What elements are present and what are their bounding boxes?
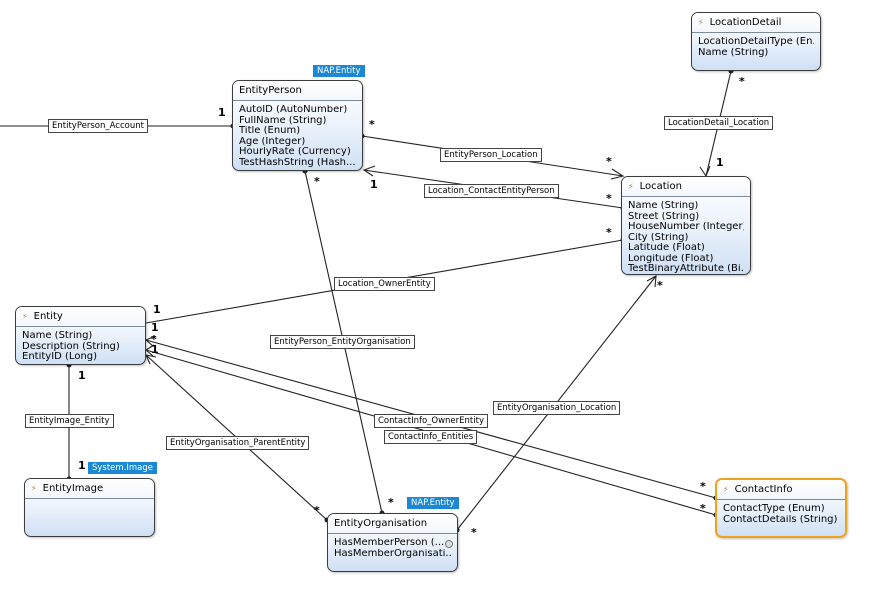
entity-property[interactable]: Latitude (Float) [628, 243, 705, 253]
entity-location-detail[interactable]: ⚡ LocationDetail LocationDetailType (En..… [691, 12, 821, 71]
mult-location-owner-src: * [606, 226, 612, 239]
mult-location-owner-dst: 1 [153, 303, 161, 316]
entity-entity[interactable]: ⚡ Entity Name (String) Description (Strin… [15, 306, 146, 365]
mult-org-location-src: * [471, 526, 477, 539]
mult-owner-entity-3: 1 [151, 343, 159, 356]
arrowhead [610, 168, 625, 180]
mult-parent-entity-src: * [314, 504, 320, 517]
assoc-label-contact-info-owner-entity[interactable]: ContactInfo_OwnerEntity [374, 414, 488, 428]
entity-header[interactable]: EntityOrganisation [328, 514, 457, 534]
mult-person-location-dst: * [606, 155, 612, 168]
mult-location-detail: * [739, 75, 745, 88]
arrowhead [144, 335, 156, 347]
entity-property[interactable]: Longitude (Float) [628, 253, 714, 264]
entity-property[interactable]: ContactDetails (String) [723, 514, 838, 525]
assoc-label-location-detail-location[interactable]: LocationDetail_Location [664, 116, 774, 130]
entity-property[interactable]: TestBinaryAttribute (Bi... [628, 264, 744, 274]
mult-owner-entity-1: 1 [151, 321, 159, 334]
mult-image-entity-src: 1 [78, 369, 86, 382]
assoc-label-location-contact-entity-person[interactable]: Location_ContactEntityPerson [424, 184, 559, 198]
navigation-property-icon [445, 540, 453, 548]
entity-header[interactable]: ⚡ EntityImage [25, 479, 154, 499]
assoc-label-entity-image-entity[interactable]: EntityImage_Entity [25, 414, 114, 428]
entity-entity-image[interactable]: ⚡ EntityImage [24, 478, 155, 537]
entity-property[interactable]: Description (String) [22, 341, 120, 352]
tag-entity-image: System.Image [88, 462, 158, 474]
bolt-icon: ⚡ [31, 484, 37, 493]
entity-property[interactable]: FullName (String) [239, 115, 327, 126]
mult-person-org-dst: * [388, 496, 394, 509]
arrowhead [646, 275, 657, 288]
entity-header[interactable]: EntityPerson [233, 81, 362, 101]
entity-title: Location [639, 181, 682, 192]
entity-property[interactable]: HourlyRate (Currency) [239, 147, 351, 157]
mult-location-detail-location: 1 [716, 156, 724, 169]
entity-header[interactable]: ⚡ LocationDetail [692, 13, 820, 33]
entity-title: EntityOrganisation [334, 518, 428, 529]
entity-entity-person[interactable]: EntityPerson AutoID (AutoNumber) FullNam… [232, 80, 363, 171]
mult-contact-entities-dst: * [700, 502, 706, 515]
mult-image-entity-dst: 1 [78, 459, 86, 472]
bolt-icon: ⚡ [698, 18, 704, 27]
entity-property[interactable]: Title (Enum) [239, 126, 301, 136]
entity-property[interactable]: LocationDetailType (En... [698, 37, 814, 47]
arrowhead [145, 354, 157, 365]
entity-location[interactable]: ⚡Location Name (String) Street (String) … [621, 176, 751, 275]
entity-contact-info[interactable]: ⚡ ContactInfo ContactType (Enum) ContactD… [715, 478, 847, 538]
assoc-label-entity-person-location[interactable]: EntityPerson_Location [440, 148, 542, 162]
arrowhead [362, 165, 376, 177]
entity-property[interactable]: TestHashString (Hash... [239, 157, 356, 168]
entity-property[interactable]: HasMemberPerson (... [334, 538, 444, 548]
entity-property[interactable]: HouseNumber (Integer) [628, 222, 744, 232]
entity-title: ContactInfo [734, 484, 793, 495]
mult-account-person: 1 [218, 106, 226, 119]
entity-property[interactable]: EntityID (Long) [22, 352, 98, 362]
entity-title: EntityImage [42, 483, 104, 494]
entity-property[interactable]: City (String) [628, 232, 689, 243]
entity-header[interactable]: ⚡ ContactInfo [717, 480, 845, 500]
entity-header[interactable]: ⚡ Location [622, 177, 750, 197]
tag-entity-person: NAP.Entity [313, 65, 365, 77]
mult-contact-person-dst: 1 [370, 178, 378, 191]
entity-property[interactable]: ContactType (Enum) [723, 504, 825, 514]
mult-contact-owner-dst: * [700, 480, 706, 493]
mult-person-org-src: * [314, 175, 320, 188]
assoc-label-entity-person-entity-organisation[interactable]: EntityPerson_EntityOrganisation [270, 335, 415, 349]
entity-entity-organisation[interactable]: EntityOrganisation HasMemberPerson (... … [327, 513, 458, 572]
mult-contact-person-src: * [606, 192, 612, 205]
mult-person-location-src: * [369, 118, 375, 131]
entity-property[interactable]: Name (String) [22, 331, 93, 341]
entity-property[interactable]: Street (String) [628, 211, 700, 222]
entity-title: Entity [33, 311, 63, 322]
assoc-label-entity-organisation-location[interactable]: EntityOrganisation_Location [493, 401, 621, 415]
assoc-label-entity-organisation-parent-entity[interactable]: EntityOrganisation_ParentEntity [166, 436, 310, 450]
bolt-icon: ⚡ [723, 485, 729, 494]
entity-property[interactable]: AutoID (AutoNumber) [239, 105, 348, 115]
bolt-icon: ⚡ [22, 312, 28, 321]
bolt-icon: ⚡ [628, 182, 634, 191]
entity-property[interactable]: HasMemberOrganisati... [334, 548, 452, 559]
tag-entity-organisation: NAP.Entity [407, 497, 459, 509]
entity-header[interactable]: ⚡ Entity [16, 307, 145, 327]
entity-title: EntityPerson [239, 85, 302, 96]
mult-org-location-dst: * [657, 279, 663, 292]
entity-property[interactable]: Age (Integer) [239, 136, 306, 147]
entity-title: LocationDetail [709, 17, 782, 28]
assoc-label-entity-person-account[interactable]: EntityPerson_Account [48, 119, 148, 133]
assoc-label-location-owner-entity[interactable]: Location_OwnerEntity [334, 277, 435, 291]
arrowhead [145, 344, 155, 357]
assoc-label-contact-info-entities[interactable]: ContactInfo_Entities [384, 430, 478, 444]
entity-property[interactable]: Name (String) [698, 47, 769, 58]
mult-owner-entity-2: * [151, 333, 157, 346]
entity-property[interactable]: Name (String) [628, 201, 699, 211]
